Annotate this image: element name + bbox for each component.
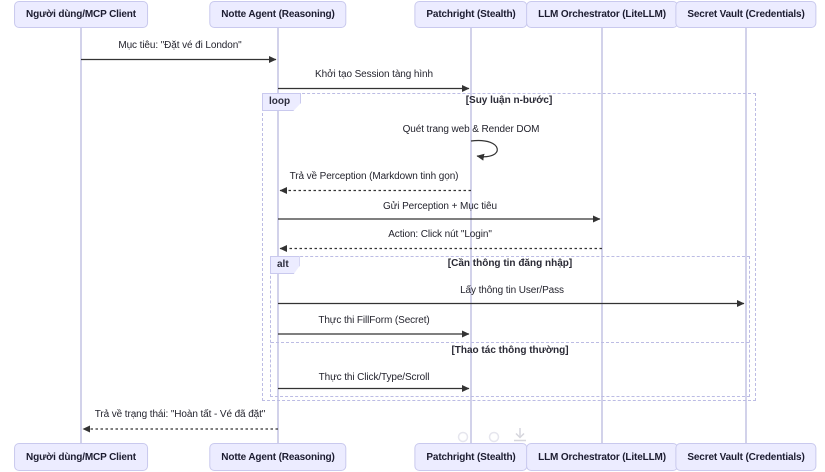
- message-label: Trả về trạng thái: "Hoàn tất - Vé đã đặt…: [94, 409, 266, 420]
- message-label: Thực thi FillForm (Secret): [318, 315, 430, 326]
- watermark-controls: [457, 428, 526, 443]
- zoom-icon[interactable]: [488, 431, 500, 443]
- message-label: Trả về Perception (Markdown tinh gọn): [289, 171, 459, 182]
- participant-patchright-top[interactable]: Patchright (Stealth): [414, 1, 528, 28]
- participant-patchright-bottom[interactable]: Patchright (Stealth): [414, 443, 528, 471]
- message-label: Thực thi Click/Type/Scroll: [318, 372, 430, 383]
- participant-notte-top[interactable]: Notte Agent (Reasoning): [209, 1, 347, 28]
- loop-title: [Suy luận n-bước]: [465, 95, 553, 106]
- participant-notte-bottom[interactable]: Notte Agent (Reasoning): [209, 443, 347, 471]
- alt-divider: [271, 342, 749, 343]
- self-message-curve: [470, 139, 498, 161]
- message-label: Action: Click nút "Login": [388, 229, 492, 240]
- participant-user-top[interactable]: Người dùng/MCP Client: [14, 1, 148, 28]
- download-icon[interactable]: [514, 428, 526, 442]
- message-label: Mục tiêu: "Đặt vé đi London": [118, 40, 242, 51]
- participant-llm-bottom[interactable]: LLM Orchestrator (LiteLLM): [526, 443, 678, 471]
- participant-llm-top[interactable]: LLM Orchestrator (LiteLLM): [526, 1, 678, 28]
- message-label: Gửi Perception + Mục tiêu: [383, 201, 497, 212]
- message-label: Quét trang web & Render DOM: [402, 124, 540, 135]
- alt-keyword-label: alt: [270, 256, 300, 274]
- message-label: Lấy thông tin User/Pass: [460, 285, 564, 296]
- alt-title: [Cần thông tin đăng nhập]: [447, 258, 573, 269]
- loop-keyword-label: loop: [262, 93, 302, 111]
- alt-else-title: [Thao tác thông thường]: [451, 345, 569, 356]
- participant-vault-bottom[interactable]: Secret Vault (Credentials): [675, 443, 817, 471]
- loop-frame: [262, 93, 756, 401]
- zoom-icon[interactable]: [457, 431, 469, 443]
- message-label: Khởi tạo Session tàng hình: [315, 69, 433, 80]
- dashed-arrows: [82, 187, 602, 433]
- alt-frame: [270, 256, 750, 397]
- participant-user-bottom[interactable]: Người dùng/MCP Client: [14, 443, 148, 471]
- solid-arrows: [81, 56, 745, 392]
- participant-vault-top[interactable]: Secret Vault (Credentials): [675, 1, 817, 28]
